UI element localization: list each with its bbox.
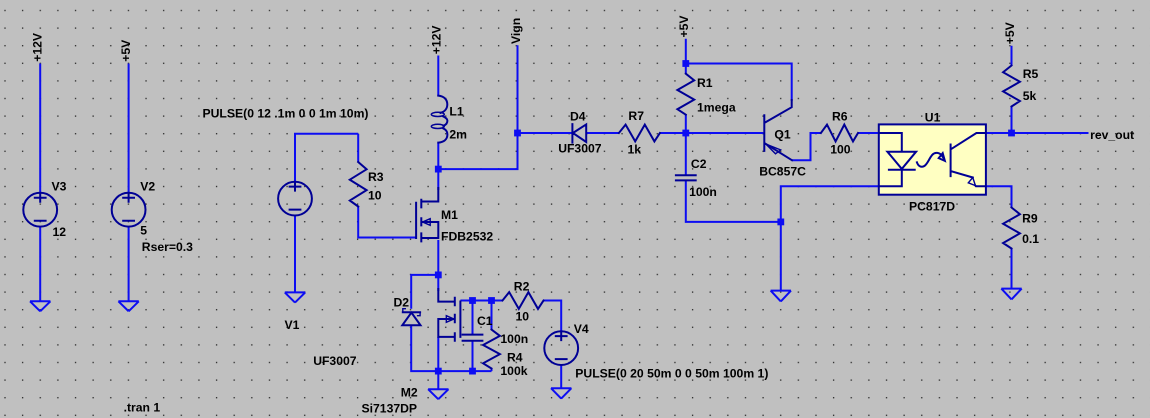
svg-text:R2: R2 (514, 280, 530, 294)
svg-text:Vign: Vign (509, 18, 523, 44)
svg-text:V2: V2 (140, 180, 155, 194)
svg-text:PULSE(0 12 .1m 0 0 1m 10m): PULSE(0 12 .1m 0 0 1m 10m) (203, 107, 369, 121)
svg-text:R3: R3 (368, 170, 384, 184)
svg-text:R1: R1 (697, 76, 713, 90)
svg-text:V4: V4 (574, 322, 589, 336)
svg-text:UF3007: UF3007 (558, 142, 602, 156)
svg-text:V3: V3 (52, 180, 67, 194)
svg-text:1mega: 1mega (697, 101, 736, 115)
svg-text:100: 100 (830, 143, 851, 157)
svg-text:R9: R9 (1022, 212, 1038, 226)
svg-text:100n: 100n (689, 185, 717, 199)
svg-text:Q1: Q1 (774, 128, 790, 142)
svg-text:12: 12 (53, 225, 67, 239)
svg-text:Si7137DP: Si7137DP (362, 401, 418, 415)
svg-text:5k: 5k (1023, 89, 1037, 103)
svg-text:rev_out: rev_out (1090, 128, 1134, 142)
svg-text:M2: M2 (401, 385, 418, 399)
svg-text:100n: 100n (500, 332, 528, 346)
svg-text:M1: M1 (441, 208, 458, 222)
svg-text:5: 5 (140, 224, 147, 238)
svg-text:+12V: +12V (30, 32, 44, 62)
svg-text:C2: C2 (691, 157, 707, 171)
svg-text:L1: L1 (449, 104, 463, 118)
svg-text:D2: D2 (394, 296, 410, 310)
svg-text:+12V: +12V (430, 25, 444, 55)
svg-text:FDB2532: FDB2532 (441, 229, 493, 243)
svg-text:D4: D4 (570, 109, 586, 123)
svg-text:Rser=0.3: Rser=0.3 (142, 240, 193, 254)
svg-text:2m: 2m (449, 127, 467, 141)
svg-text:V1: V1 (285, 318, 300, 332)
svg-text:10: 10 (368, 189, 382, 203)
svg-text:R7: R7 (628, 109, 644, 123)
svg-text:R5: R5 (1023, 67, 1039, 81)
svg-text:+5V: +5V (119, 39, 133, 62)
svg-text:R4: R4 (507, 351, 523, 365)
svg-text:C1: C1 (477, 314, 493, 328)
svg-text:10: 10 (516, 310, 530, 324)
svg-text:100k: 100k (500, 364, 527, 378)
svg-text:.tran 1: .tran 1 (124, 401, 161, 415)
svg-text:1k: 1k (628, 142, 642, 156)
svg-text:+5V: +5V (677, 15, 691, 38)
svg-text:BC857C: BC857C (759, 165, 806, 179)
svg-text:+5V: +5V (1003, 21, 1017, 44)
svg-text:R6: R6 (832, 110, 848, 124)
svg-text:UF3007: UF3007 (313, 354, 357, 368)
svg-text:0.1: 0.1 (1022, 232, 1039, 246)
svg-text:U1: U1 (925, 111, 941, 125)
svg-text:PULSE(0 20 50m 0 0 50m 100m 1): PULSE(0 20 50m 0 0 50m 100m 1) (575, 367, 768, 381)
svg-text:PC817D: PC817D (909, 199, 955, 213)
